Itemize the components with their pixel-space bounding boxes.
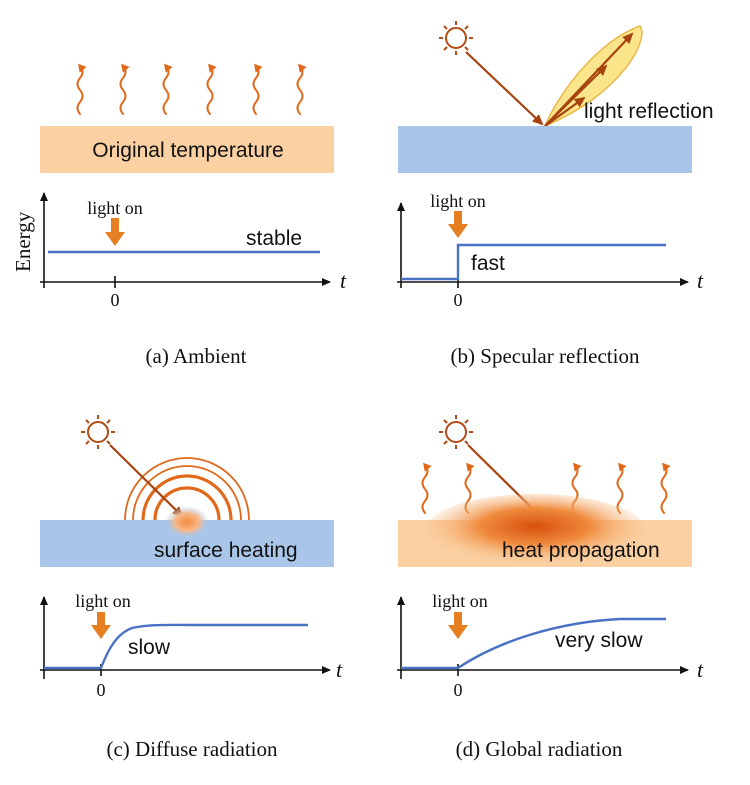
caption-d: (d) Global radiation	[456, 737, 623, 761]
heat-wave	[206, 63, 217, 115]
energy-curve-b	[401, 243, 666, 281]
light-on-arrow	[448, 612, 468, 639]
heat-wave	[296, 63, 307, 115]
light-on-label: light on	[430, 191, 486, 211]
reflected-ray	[544, 96, 586, 127]
panel-b: light reflection t 0 light on fast (b) S…	[397, 21, 714, 368]
caption-c: (c) Diffuse radiation	[106, 737, 278, 761]
x-axis-label: t	[697, 268, 704, 293]
y-axis-label: Energy	[11, 211, 35, 272]
reflected-ray	[544, 64, 608, 127]
light-on-label: light on	[432, 591, 488, 611]
heat-propagation-zone	[425, 494, 645, 566]
curve-label-a: stable	[246, 227, 302, 250]
heat-wave	[76, 63, 87, 115]
incident-ray	[465, 51, 544, 126]
origin-label: 0	[454, 680, 463, 700]
light-on-arrow	[448, 211, 468, 238]
origin-label: 0	[454, 290, 463, 310]
x-axis-label: t	[336, 657, 343, 682]
sun-icon	[439, 21, 473, 55]
sun-icon	[81, 415, 115, 449]
panel-a: Original temperature Energy t 0 light on…	[11, 63, 347, 368]
surface-label-b: light reflection	[584, 100, 714, 123]
light-on-label: light on	[87, 198, 143, 218]
light-on-label: light on	[75, 591, 131, 611]
panel-c: surface heating t 0 light on slow (c) Di…	[40, 415, 343, 761]
heat-wave	[616, 462, 627, 514]
energy-curve-c	[44, 623, 308, 670]
curve-label-d: very slow	[555, 629, 643, 652]
heat-wave	[660, 462, 671, 514]
surface-b	[398, 126, 692, 173]
origin-label: 0	[111, 290, 120, 310]
light-on-arrow	[91, 612, 111, 639]
curve-label-c: slow	[128, 636, 171, 659]
surface-label-c: surface heating	[154, 539, 298, 562]
heat-wave	[252, 63, 263, 115]
heat-wave	[162, 63, 173, 115]
surface-label-a: Original temperature	[92, 139, 283, 162]
surface-label-d: heat propagation	[502, 539, 660, 562]
heat-wave	[421, 462, 432, 514]
surface-a	[40, 126, 334, 173]
heat-wave	[119, 63, 130, 115]
caption-b: (b) Specular reflection	[451, 344, 640, 368]
light-on-arrow	[105, 218, 125, 246]
radiation-rings	[124, 457, 250, 521]
curve-label-b: fast	[471, 252, 505, 275]
origin-label: 0	[97, 680, 106, 700]
panel-d: heat propagation t 0 light on very slow …	[397, 415, 704, 761]
caption-a: (a) Ambient	[146, 344, 247, 368]
heat-waves-a	[76, 63, 307, 115]
sun-icon	[439, 415, 473, 449]
x-axis-label: t	[697, 657, 704, 682]
energy-curve-d	[401, 617, 666, 670]
incident-ray	[109, 444, 184, 518]
x-axis-label: t	[340, 268, 347, 293]
heated-spot	[165, 506, 209, 538]
